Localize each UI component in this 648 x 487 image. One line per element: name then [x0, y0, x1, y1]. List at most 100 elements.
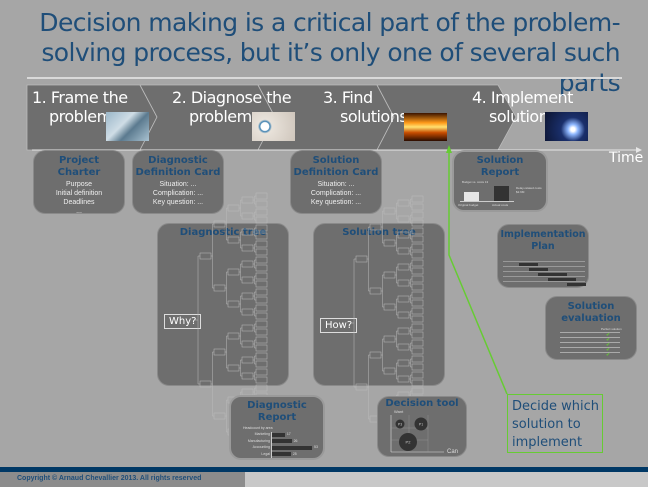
card-title: Diagnostic	[148, 155, 208, 166]
footer-bar	[0, 467, 648, 472]
title-line-2: solving process, but it’s only one of se…	[41, 38, 620, 97]
tree-node	[241, 212, 254, 220]
tree-node	[213, 412, 226, 420]
tree-node	[255, 200, 268, 208]
title-line-1: Decision making is a critical part of th…	[39, 8, 620, 37]
checkmark-icon: ✔	[606, 347, 611, 353]
footer-left-panel	[0, 472, 245, 487]
bar-axis	[271, 432, 272, 458]
gantt-row	[503, 281, 586, 287]
headcount-bar	[272, 439, 292, 443]
callout-line: Decide which	[512, 399, 600, 414]
card-line: Key question: ...	[152, 199, 204, 206]
can-axis-label: Can	[447, 449, 459, 455]
checkmark-icon: ✔	[606, 352, 611, 358]
gantt-bar	[519, 263, 538, 266]
headcount-bar	[272, 452, 291, 456]
gantt-bar	[566, 283, 586, 286]
decision-matrix: P3 P1 P2	[390, 415, 444, 453]
decide-callout: Decide which solution to implement	[507, 394, 603, 453]
tree-node	[383, 207, 396, 215]
tree-node	[241, 196, 254, 204]
bar-value-label: 53	[314, 445, 318, 449]
delay-note: Delay-related costs $2.9M	[516, 186, 542, 194]
card-title: Diagnostic tree	[179, 227, 267, 238]
tree-node	[397, 199, 410, 207]
gantt-row	[503, 261, 585, 267]
solution-report-card: Solution Report Budget vs. costs 13 Dela…	[452, 150, 548, 212]
mini-chart-baseline	[460, 201, 514, 202]
tree-root-how: How?	[320, 318, 358, 333]
bar-category-label: Manufacturing	[247, 438, 270, 443]
want-axis-label: Want	[394, 409, 404, 414]
bar-value-label: 25	[292, 451, 297, 456]
card-line: Complication: ...	[310, 190, 362, 197]
card-title: evaluation	[561, 313, 621, 324]
bubble-label: P1	[419, 422, 423, 426]
bar-category-label: Legal	[261, 451, 270, 456]
evaluation-row: ✔	[560, 347, 620, 353]
evaluation-row: ✔	[560, 337, 620, 343]
eval-column-header: Perfect solution	[601, 327, 622, 331]
card-title: Solution	[312, 155, 360, 166]
card-line: Deadlines	[63, 199, 95, 206]
bar-value-label: 17	[286, 432, 291, 436]
checkmark-icon: ✔	[606, 342, 611, 348]
callout-line: solution to	[512, 417, 581, 432]
slide-title: Decision making is a critical part of th…	[20, 8, 620, 98]
solution-tree-card: Solution tree	[313, 223, 445, 386]
gantt-row	[503, 266, 585, 272]
implementation-plan-card: Implementation Plan	[497, 224, 589, 288]
diagnostic-definition-card: Diagnostic Definition Card Situation: ..…	[132, 150, 224, 214]
copyright-text: Copyright © Arnaud Chevallier 2013. All …	[17, 475, 202, 482]
evaluation-table: ✔✔✔✔✔	[560, 332, 620, 358]
gantt-row	[503, 271, 585, 277]
welder-photo-icon	[545, 112, 588, 141]
callout-line: implement	[512, 435, 583, 450]
card-title: Solution	[567, 301, 615, 312]
gantt-chart	[503, 256, 586, 287]
tree-node	[411, 203, 424, 211]
bar-label: Original budget	[458, 203, 479, 207]
tree-node	[255, 208, 268, 216]
original-budget-bar	[464, 192, 479, 201]
tree-node	[411, 195, 424, 203]
bubble-p3	[395, 419, 405, 429]
card-line: Complication: ...	[152, 190, 204, 197]
solution-evaluation-card: Solution evaluation Perfect solution ✔✔✔…	[545, 296, 637, 360]
actual-costs-bar	[494, 186, 509, 201]
diagnostic-report-card: Diagnostic Report Headcount by area Mark…	[229, 395, 325, 460]
stethoscope-photo-icon	[252, 112, 295, 141]
mini-chart-title: Headcount by area	[243, 426, 273, 430]
headcount-bar	[272, 445, 312, 450]
card-title: Plan	[531, 241, 555, 252]
time-axis-label: Time	[609, 150, 644, 166]
card-title: Definition Card	[293, 167, 379, 178]
card-title: Definition Card	[135, 167, 221, 178]
card-line: ...	[76, 208, 82, 215]
card-title: Report	[480, 167, 520, 178]
card-line: Situation: ...	[159, 181, 197, 188]
card-title: Solution tree	[342, 227, 416, 238]
card-line: Purpose	[65, 181, 93, 188]
card-title: Implementation	[500, 229, 586, 240]
card-line: Initial definition	[55, 190, 103, 197]
gantt-bar	[528, 268, 548, 271]
card-title: Solution	[476, 155, 524, 166]
project-charter-card: Project Charter Purpose Initial definiti…	[33, 150, 125, 215]
card-title: Report	[257, 412, 297, 423]
tree-node	[227, 204, 240, 212]
bar-category-label: Accounting	[252, 445, 270, 449]
bar-label: Actual costs	[492, 203, 509, 207]
solution-definition-card: Solution Definition Card Situation: ... …	[290, 150, 382, 214]
title-divider	[27, 77, 622, 79]
gantt-bar	[547, 278, 576, 281]
bubble-label: P3	[398, 422, 402, 426]
tree-node	[255, 192, 268, 200]
tree-root-why: Why?	[164, 314, 202, 329]
mini-chart-title: Budget vs. costs 13	[462, 180, 489, 184]
